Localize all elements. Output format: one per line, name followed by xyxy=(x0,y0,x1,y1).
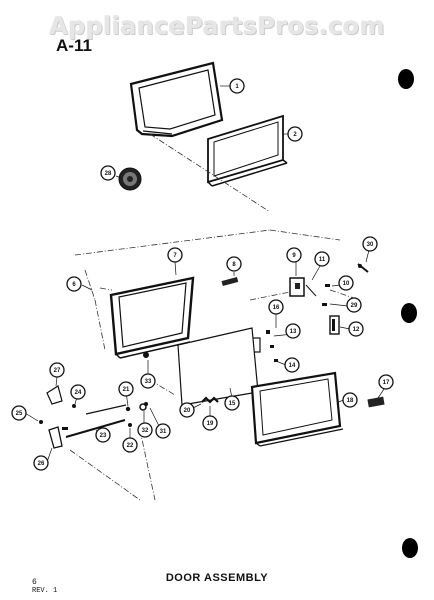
callout-12: 12 xyxy=(348,321,364,337)
part-screw xyxy=(143,352,149,358)
callout-20: 20 xyxy=(179,402,195,418)
callout-14: 14 xyxy=(284,357,300,373)
callout-18: 18 xyxy=(342,392,358,408)
callout-23: 23 xyxy=(95,427,111,443)
part-lower-bracket xyxy=(48,426,68,449)
callout-24: 24 xyxy=(70,384,86,400)
part-spring xyxy=(201,396,219,404)
svg-text:9: 9 xyxy=(292,253,296,259)
part-clip xyxy=(329,315,340,335)
callout-1: 1 xyxy=(229,78,245,94)
callout-17: 17 xyxy=(378,374,394,390)
svg-text:20: 20 xyxy=(184,408,191,414)
callout-32: 32 xyxy=(137,422,153,438)
part-door-frame-box xyxy=(207,114,288,187)
callout-2: 2 xyxy=(287,126,303,142)
part-knob xyxy=(118,167,142,191)
callout-16: 16 xyxy=(268,299,284,315)
svg-text:26: 26 xyxy=(38,461,45,467)
svg-text:7: 7 xyxy=(173,253,177,259)
part-outer-panel xyxy=(129,61,224,138)
svg-text:18: 18 xyxy=(347,398,354,404)
svg-text:22: 22 xyxy=(127,443,134,449)
svg-text:14: 14 xyxy=(289,363,296,369)
callout-7: 7 xyxy=(167,247,183,263)
part-pin xyxy=(357,263,369,273)
callout-28: 28 xyxy=(100,165,116,181)
svg-text:12: 12 xyxy=(353,327,360,333)
part-outer-frame xyxy=(250,371,344,447)
part-small-fasteners xyxy=(270,284,330,362)
callout-markers: 1 2 28 7 6 8 9 11 30 10 29 12 16 13 14 3… xyxy=(11,78,394,471)
svg-text:17: 17 xyxy=(383,380,390,386)
callout-8: 8 xyxy=(226,256,242,272)
diagram-title: DOOR ASSEMBLY xyxy=(165,572,269,584)
binder-hole-middle xyxy=(401,303,417,323)
callout-22: 22 xyxy=(122,437,138,453)
callout-21: 21 xyxy=(118,381,134,397)
svg-text:1: 1 xyxy=(235,84,239,90)
svg-text:29: 29 xyxy=(351,303,358,309)
part-hinge-assembly xyxy=(289,277,317,297)
svg-text:33: 33 xyxy=(145,379,152,385)
part-small-washers xyxy=(39,402,148,427)
callout-27: 27 xyxy=(49,362,65,378)
revision-label: REV. 1 xyxy=(32,587,58,595)
svg-text:21: 21 xyxy=(123,387,130,393)
callout-11: 11 xyxy=(314,251,330,267)
svg-text:19: 19 xyxy=(207,421,214,427)
svg-text:13: 13 xyxy=(290,329,297,335)
callout-19: 19 xyxy=(202,415,218,431)
svg-text:16: 16 xyxy=(273,305,280,311)
svg-text:11: 11 xyxy=(319,257,326,263)
callout-30: 30 xyxy=(362,236,378,252)
callout-25: 25 xyxy=(11,405,27,421)
binder-hole-bottom xyxy=(402,538,418,558)
callout-26: 26 xyxy=(33,455,49,471)
svg-text:31: 31 xyxy=(160,429,167,435)
svg-text:27: 27 xyxy=(54,368,61,374)
watermark: AppliancePartsPros.com xyxy=(49,12,385,40)
svg-text:15: 15 xyxy=(229,401,236,407)
svg-text:23: 23 xyxy=(100,433,107,439)
svg-text:10: 10 xyxy=(343,281,350,287)
svg-text:25: 25 xyxy=(16,411,23,417)
part-inner-panel xyxy=(177,327,259,406)
svg-text:30: 30 xyxy=(367,242,374,248)
part-hinge-plate xyxy=(46,385,63,405)
callout-13: 13 xyxy=(285,323,301,339)
part-end-cap xyxy=(367,396,385,408)
callout-29: 29 xyxy=(346,297,362,313)
svg-text:8: 8 xyxy=(232,262,236,268)
callout-31: 31 xyxy=(155,423,171,439)
callout-10: 10 xyxy=(338,275,354,291)
svg-text:32: 32 xyxy=(142,428,149,434)
callout-33: 33 xyxy=(140,373,156,389)
diagram-code: A-11 xyxy=(56,36,92,55)
part-rod xyxy=(65,404,127,438)
part-latch xyxy=(221,277,239,287)
part-inner-frame xyxy=(109,276,195,359)
page-number: 6 xyxy=(32,578,37,587)
svg-text:28: 28 xyxy=(105,171,112,177)
svg-text:6: 6 xyxy=(72,282,76,288)
binder-hole-top xyxy=(398,69,414,89)
callout-15: 15 xyxy=(224,395,240,411)
callout-9: 9 xyxy=(286,247,302,263)
svg-text:24: 24 xyxy=(75,390,82,396)
svg-text:2: 2 xyxy=(293,132,297,138)
callout-6: 6 xyxy=(66,276,82,292)
